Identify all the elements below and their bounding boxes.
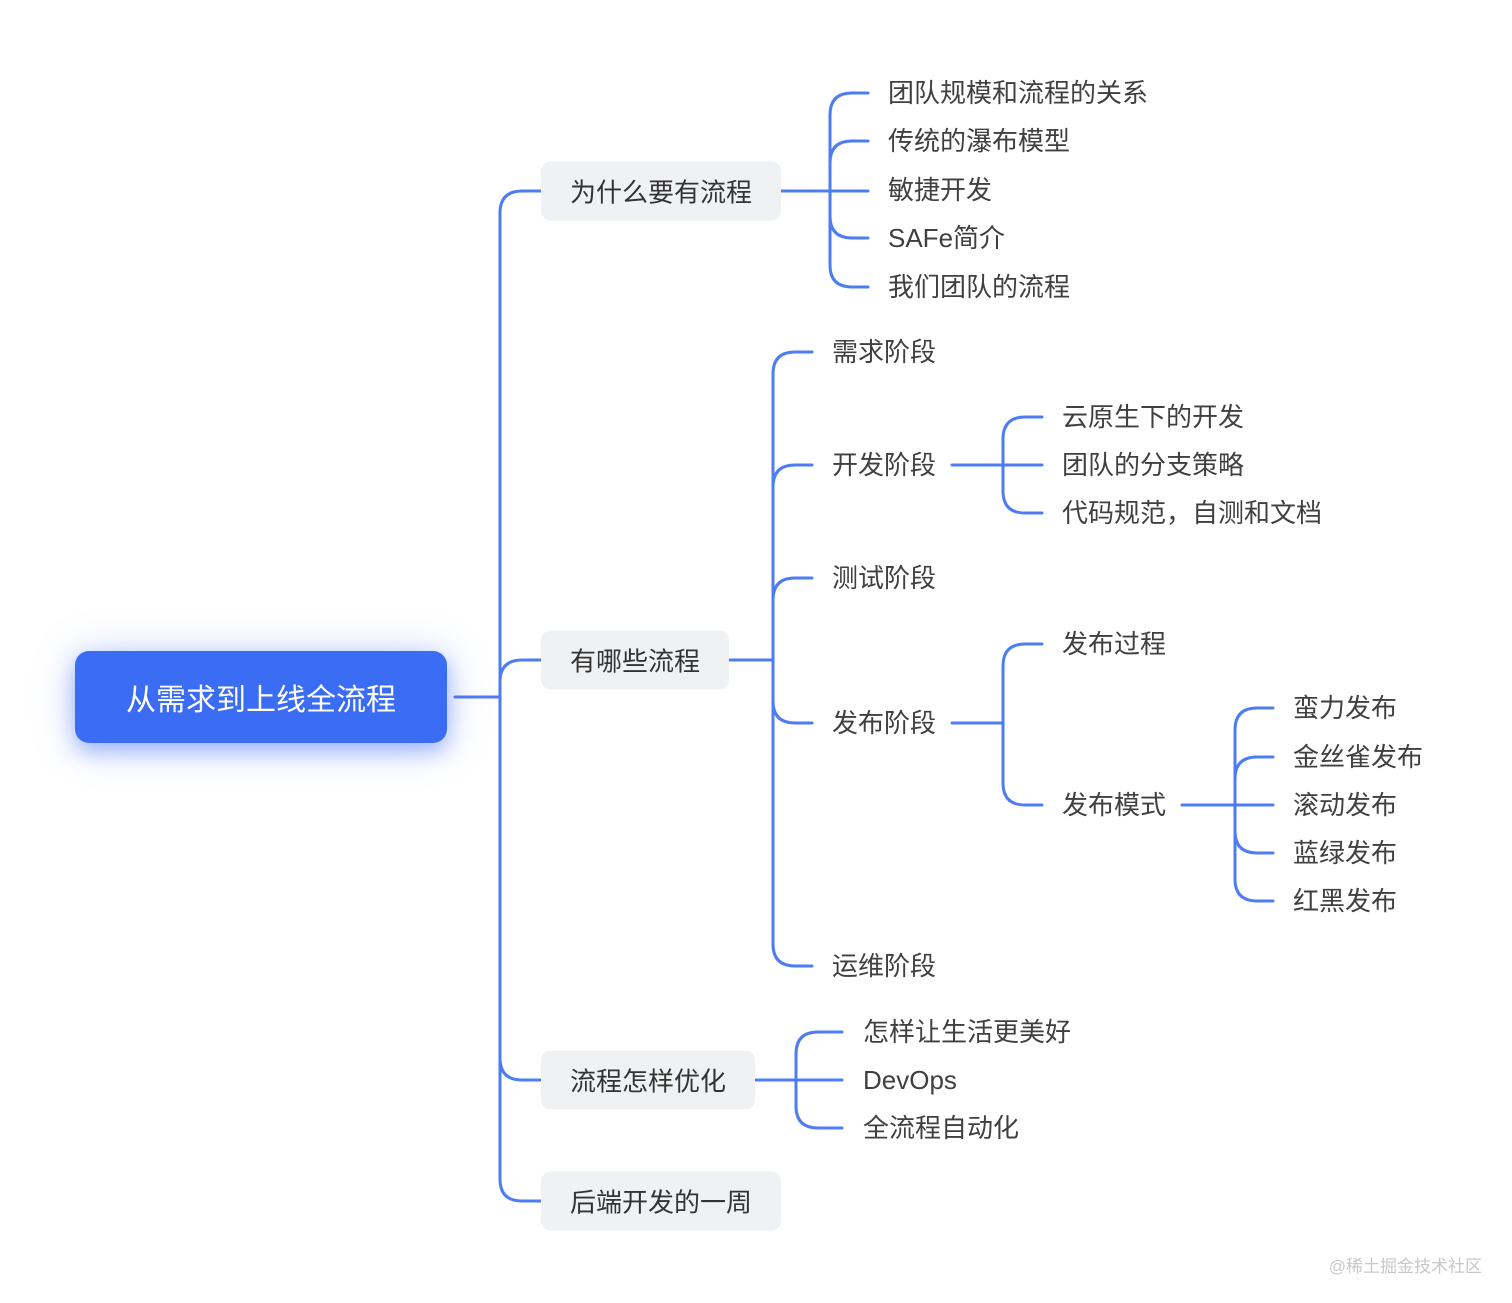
leaf-node[interactable]: 团队规模和流程的关系: [888, 78, 1149, 108]
leaf-node[interactable]: SAFe简介: [888, 223, 1006, 253]
connector: [828, 91, 870, 289]
leaf-node[interactable]: 全流程自动化: [863, 1113, 1020, 1143]
connector: [828, 214, 870, 240]
connector: [771, 350, 814, 968]
leaf-node[interactable]: 发布过程: [1062, 629, 1167, 659]
node-release-stage[interactable]: 发布阶段: [832, 708, 937, 738]
connector: [828, 139, 870, 165]
leaf-node[interactable]: 测试阶段: [832, 563, 937, 593]
leaf-node[interactable]: 金丝雀发布: [1293, 742, 1424, 772]
connector: [1233, 829, 1275, 855]
connector: [498, 658, 543, 684]
leaf-node[interactable]: 传统的瀑布模型: [888, 126, 1071, 156]
node-optimize-process[interactable]: 流程怎样优化: [541, 1050, 756, 1110]
leaf-node[interactable]: 运维阶段: [832, 951, 937, 981]
leaf-node[interactable]: 云原生下的开发: [1062, 402, 1245, 432]
leaf-node[interactable]: 需求阶段: [832, 337, 937, 367]
leaf-node[interactable]: 蛮力发布: [1293, 693, 1398, 723]
connector: [1001, 415, 1044, 515]
node-why-process[interactable]: 为什么要有流程: [541, 161, 782, 221]
connector: [1001, 642, 1044, 807]
connector: [771, 699, 814, 725]
connector: [1233, 755, 1275, 781]
leaf-node[interactable]: 团队的分支策略: [1062, 450, 1245, 480]
node-dev-stage[interactable]: 开发阶段: [832, 450, 937, 480]
connector: [498, 189, 543, 1203]
leaf-node[interactable]: 红黑发布: [1293, 886, 1398, 916]
node-which-processes[interactable]: 有哪些流程: [541, 630, 730, 690]
connector: [771, 576, 814, 602]
leaf-node[interactable]: 蓝绿发布: [1293, 838, 1398, 868]
root-node[interactable]: 从需求到上线全流程: [75, 651, 447, 743]
leaf-node[interactable]: 我们团队的流程: [888, 272, 1071, 302]
leaf-node[interactable]: 怎样让生活更美好: [863, 1017, 1072, 1047]
leaf-node[interactable]: DevOps: [863, 1065, 957, 1095]
leaf-node[interactable]: 敏捷开发: [888, 175, 993, 205]
connector: [771, 463, 814, 489]
connector: [498, 1056, 543, 1082]
leaf-node[interactable]: 代码规范，自测和文档: [1062, 498, 1323, 528]
node-release-modes[interactable]: 发布模式: [1062, 790, 1167, 820]
node-backend-week[interactable]: 后端开发的一周: [541, 1171, 782, 1231]
leaf-node[interactable]: 滚动发布: [1293, 790, 1398, 820]
watermark: @稀土掘金技术社区: [1328, 1257, 1482, 1276]
connector: [1233, 706, 1275, 903]
connector: [794, 1030, 844, 1130]
